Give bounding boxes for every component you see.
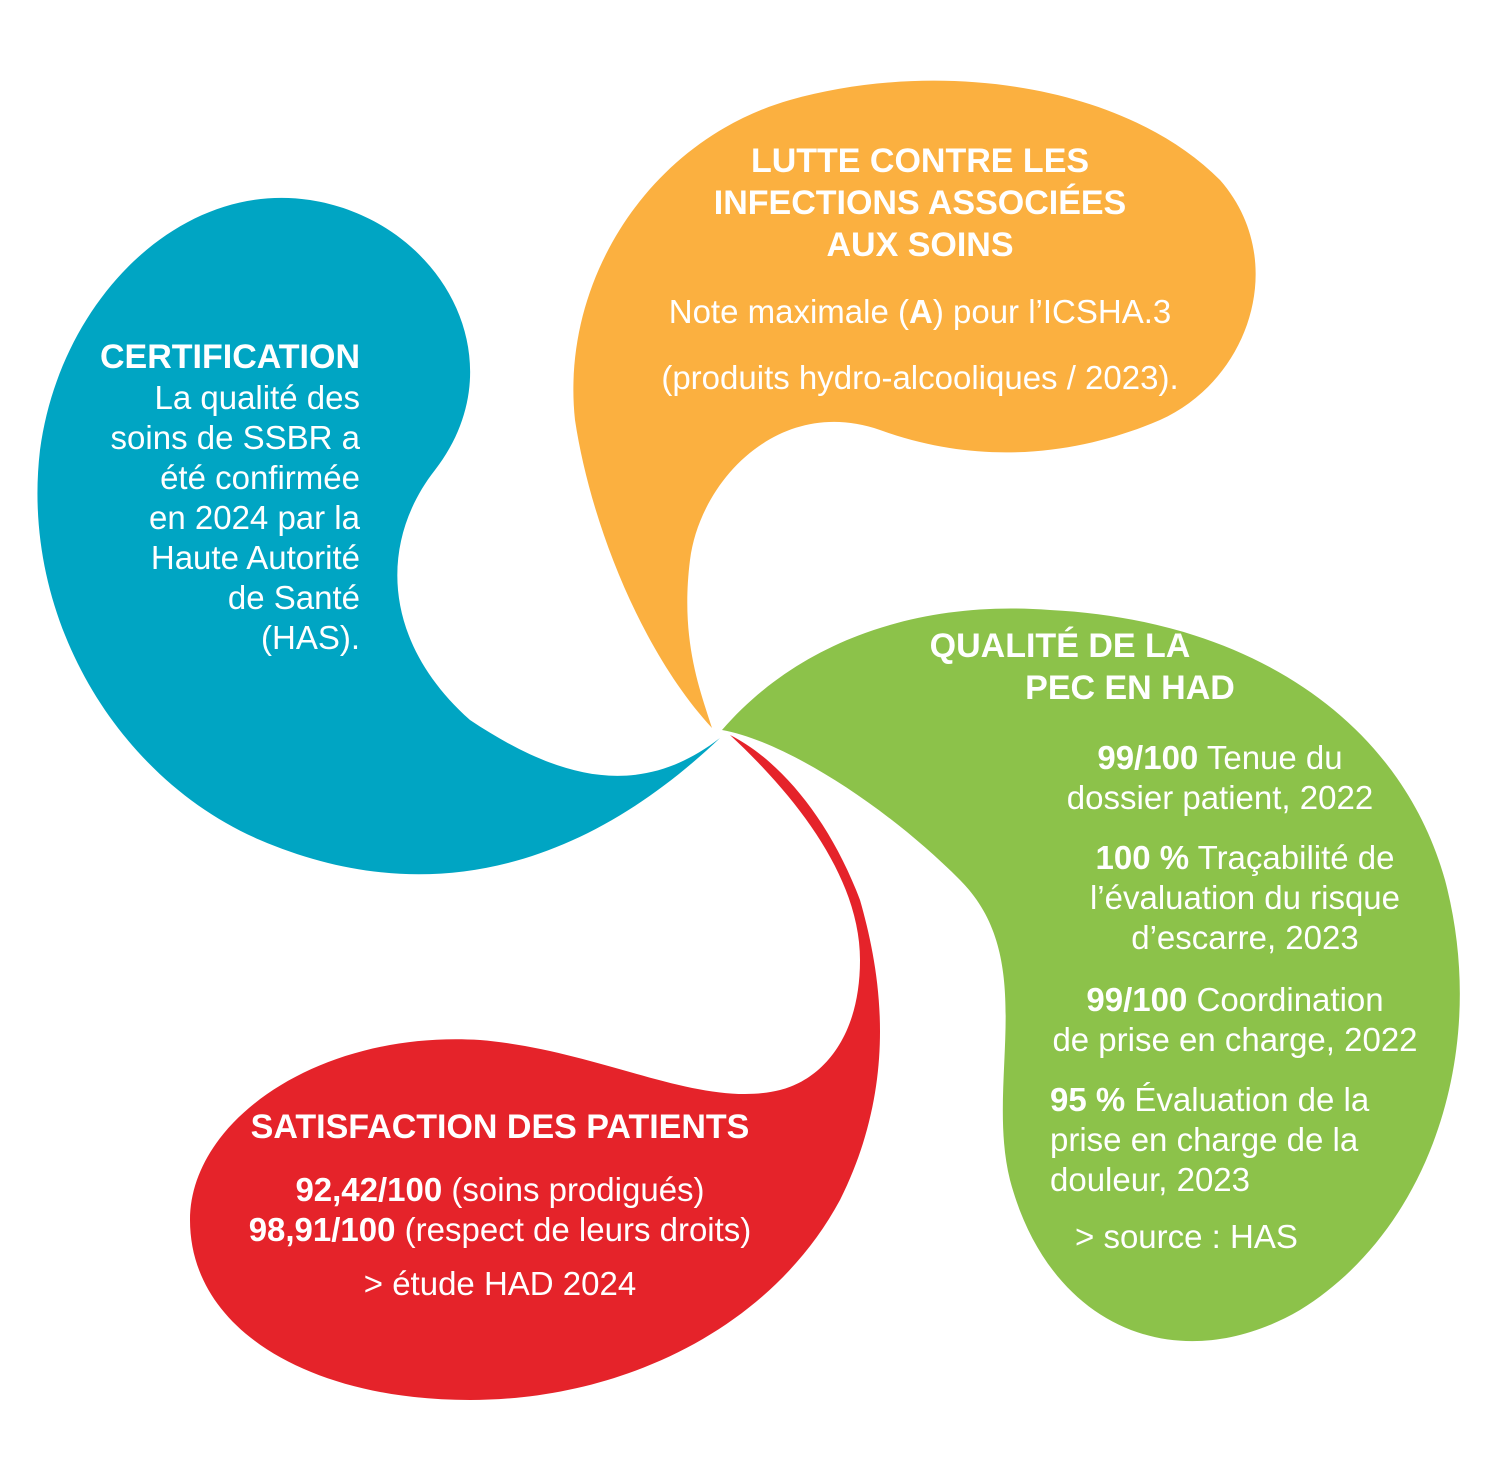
certification-line: été confirmée (160, 459, 360, 496)
had-petal (722, 608, 1460, 1342)
infections-title-line: LUTTE CONTRE LES (750, 142, 1090, 180)
had-item-text: d’escarre, 2023 (1131, 919, 1359, 956)
certification-petal (37, 197, 720, 875)
certification-line: Haute Autorité (150, 539, 360, 576)
certification-line: de Santé (227, 579, 360, 616)
had-item-value: 95 % (1050, 1081, 1126, 1118)
had-title-block: QUALITÉ DE LA PEC EN HAD (880, 625, 1240, 709)
satisfaction-label: (respect de leurs droits) (395, 1211, 752, 1248)
had-item-text: douleur, 2023 (1050, 1161, 1251, 1198)
had-item: 99/100 Tenue du dossier patient, 2022 (1040, 738, 1400, 818)
had-item-text: Évaluation de la (1125, 1081, 1370, 1118)
had-item-text: l’évaluation du risque (1089, 879, 1401, 916)
had-item-value: 99/100 (1086, 981, 1188, 1018)
infections-score-grade: A (908, 293, 933, 330)
satisfaction-block: SATISFACTION DES PATIENTS 92,42/100 (soi… (200, 1106, 800, 1304)
satisfaction-value: 98,91/100 (248, 1211, 396, 1248)
infections-petal (573, 80, 1256, 729)
had-item-text: dossier patient, 2022 (1066, 779, 1374, 816)
infections-title-line: INFECTIONS ASSOCIÉES (713, 184, 1127, 222)
had-source: > source : HAS (1075, 1217, 1375, 1257)
certification-block: CERTIFICATION La qualité des soins de SS… (60, 336, 360, 658)
had-item-text: prise en charge de la (1050, 1121, 1359, 1158)
certification-line: La qualité des (154, 379, 361, 416)
had-title-line: PEC EN HAD (1025, 669, 1235, 707)
had-item: 99/100 Coordination de prise en charge, … (1030, 980, 1440, 1060)
certification-line: en 2024 par la (148, 499, 360, 536)
had-item: 95 % Évaluation de la prise en charge de… (1050, 1080, 1410, 1200)
had-title-line: QUALITÉ DE LA (929, 627, 1191, 665)
had-item-text: de prise en charge, 2022 (1052, 1021, 1418, 1058)
satisfaction-petal (190, 735, 880, 1400)
infections-block: LUTTE CONTRE LES INFECTIONS ASSOCIÉES AU… (600, 140, 1240, 398)
satisfaction-value: 92,42/100 (295, 1171, 443, 1208)
infections-score-line: Note maximale (A) pour l’ICSHA.3 (600, 292, 1240, 332)
infections-score-post: ) pour l’ICSHA.3 (932, 293, 1172, 330)
infections-detail-line: (produits hydro-alcooliques / 2023). (661, 359, 1179, 396)
certification-title: CERTIFICATION (99, 338, 360, 376)
had-item-value: 100 % (1095, 839, 1190, 876)
infections-title-line: AUX SOINS (826, 226, 1014, 264)
certification-line: soins de SSBR a (110, 419, 360, 456)
had-item-text: Tenue du (1198, 739, 1343, 776)
had-item-value: 99/100 (1097, 739, 1199, 776)
satisfaction-title: SATISFACTION DES PATIENTS (250, 1108, 750, 1146)
had-item-text: Traçabilité de (1189, 839, 1395, 876)
satisfaction-label: (soins prodigués) (442, 1171, 705, 1208)
infections-score-pre: Note maximale ( (668, 293, 909, 330)
had-item-text: Coordination (1187, 981, 1384, 1018)
had-source-text: > source : HAS (1075, 1218, 1298, 1255)
certification-line: (HAS). (261, 619, 360, 656)
satisfaction-source: > étude HAD 2024 (363, 1265, 637, 1302)
had-item: 100 % Traçabilité de l’évaluation du ris… (1060, 838, 1430, 958)
